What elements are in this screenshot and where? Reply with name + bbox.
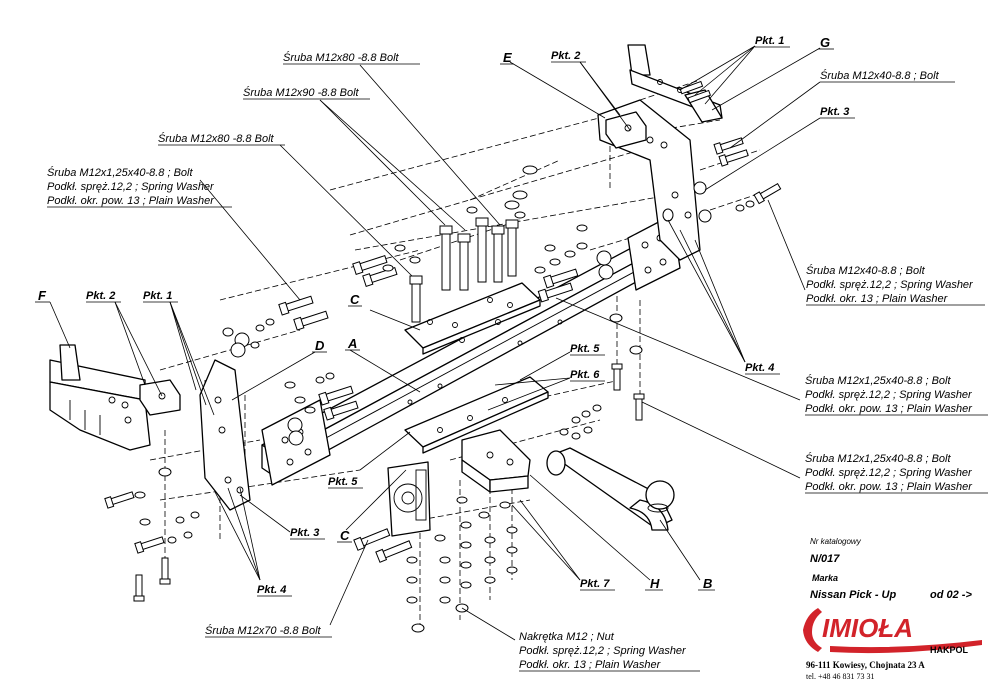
label-pkt1-left: Pkt. 1 [143, 290, 172, 302]
label-bolt-m12x125-right1: Śruba M12x1,25x40-8.8 ; Bolt Podkł. sprę… [805, 374, 988, 416]
model-year: od 02 -> [930, 589, 972, 601]
socket-plate [387, 461, 431, 537]
labels: Śruba M12x80 -8.8 Bolt Śruba M12x90 -8.8… [35, 35, 988, 672]
svg-text:Nakrętka M12 ; Nut: Nakrętka M12 ; Nut [519, 631, 615, 643]
label-part-h: H [650, 576, 660, 591]
label-pkt4-left: Pkt. 4 [257, 584, 286, 596]
leader-lines [49, 45, 821, 641]
label-bolt-m12x90: Śruba M12x90 -8.8 Bolt [243, 86, 360, 99]
bolts-group [104, 80, 782, 602]
svg-text:Podkł. okr. pow. 13 ; Plain Wa: Podkł. okr. pow. 13 ; Plain Washer [805, 403, 973, 415]
company-phone: tel. +48 46 831 73 31 [806, 672, 875, 681]
svg-text:Śruba M12x1,25x40-8.8 ; Bolt: Śruba M12x1,25x40-8.8 ; Bolt [47, 166, 193, 179]
company-address: 96-111 Kowiesy, Chojnata 23 A [806, 660, 925, 670]
svg-text:Podkł. spręż.12,2 ; Spring Was: Podkł. spręż.12,2 ; Spring Washer [805, 389, 973, 401]
label-part-c-top: C [350, 292, 360, 307]
spacer-block-left [139, 379, 181, 416]
clamp-plate-c-top [404, 282, 541, 355]
label-bolt-m12x40-g: Śruba M12x40-8.8 ; Bolt [820, 69, 940, 82]
label-part-d: D [315, 338, 325, 353]
label-part-b: B [703, 576, 712, 591]
tow-ball-part-b [546, 447, 675, 531]
label-pkt1-right: Pkt. 1 [755, 35, 784, 47]
svg-text:Podkł. okr. 13 ; Plain Washer: Podkł. okr. 13 ; Plain Washer [519, 659, 662, 671]
label-bolt-m12x125-left: Śruba M12x1,25x40-8.8 ; Bolt Podkł. sprę… [47, 166, 232, 208]
catalog-label: Nr katalogowy [810, 537, 861, 546]
svg-text:Podkł. okr. 13 ; Plain Washer: Podkł. okr. 13 ; Plain Washer [806, 293, 949, 305]
svg-text:Śruba M12x40-8.8 ; Bolt: Śruba M12x40-8.8 ; Bolt [806, 264, 926, 277]
logo-text: IMIOŁA [822, 613, 913, 643]
svg-text:Podkł. okr. pow. 13 ; Plain Wa: Podkł. okr. pow. 13 ; Plain Washer [805, 481, 973, 493]
vehicle-model: Nissan Pick - Up [810, 589, 897, 601]
logo-subtext: HAKPOL [930, 645, 969, 655]
svg-text:Podkł. spręż.12,2 ; Spring Was: Podkł. spręż.12,2 ; Spring Washer [805, 467, 973, 479]
label-pkt2-right: Pkt. 2 [551, 50, 580, 62]
bracket-part-d [199, 359, 251, 511]
svg-text:Podkł. spręż.12,2 ; Spring Was: Podkł. spręż.12,2 ; Spring Washer [519, 645, 687, 657]
washers-group [134, 165, 755, 633]
label-bolt-m12x125-right2: Śruba M12x1,25x40-8.8 ; Bolt Podkł. sprę… [805, 452, 988, 494]
label-part-c-lower: C [340, 528, 350, 543]
label-bolt-m12x40-right: Śruba M12x40-8.8 ; Bolt Podkł. spręż.12,… [806, 264, 985, 306]
label-pkt3-right: Pkt. 3 [820, 106, 849, 118]
svg-text:Podkł. spręż.12,2 ; Spring Was: Podkł. spręż.12,2 ; Spring Washer [47, 181, 215, 193]
svg-text:Śruba M12x1,25x40-8.8 ; Bolt: Śruba M12x1,25x40-8.8 ; Bolt [805, 374, 951, 387]
label-part-e: E [503, 50, 512, 65]
svg-text:Śruba M12x1,25x40-8.8 ; Bolt: Śruba M12x1,25x40-8.8 ; Bolt [805, 452, 951, 465]
svg-text:Podkł. spręż.12,2 ; Spring Was: Podkł. spręż.12,2 ; Spring Washer [806, 279, 974, 291]
imiola-logo: IMIOŁA HAKPOL [803, 608, 982, 655]
label-bolt-m12x80-mid: Śruba M12x80 -8.8 Bolt [158, 132, 275, 145]
label-bolt-m12x80-top: Śruba M12x80 -8.8 Bolt [283, 51, 400, 64]
label-part-f: F [38, 288, 47, 303]
clamp-plate-c-lower [404, 376, 549, 454]
label-pkt2-left: Pkt. 2 [86, 290, 115, 302]
label-pkt6: Pkt. 6 [570, 369, 600, 381]
bracket-part-f [49, 344, 151, 451]
label-nut-m12: Nakrętka M12 ; Nut Podkł. spręż.12,2 ; S… [519, 631, 700, 672]
label-pkt3-left: Pkt. 3 [290, 527, 319, 539]
label-part-g: G [820, 35, 830, 50]
ball-mount-plate-h [461, 429, 531, 493]
catalog-number: N/017 [810, 553, 840, 565]
label-pkt7: Pkt. 7 [580, 578, 610, 590]
label-pkt5-lower: Pkt. 5 [328, 476, 358, 488]
bracket-part-g [627, 44, 723, 123]
label-part-a: A [347, 336, 357, 351]
label-pkt5-upper: Pkt. 5 [570, 343, 600, 355]
label-pkt4-right: Pkt. 4 [745, 362, 774, 374]
brand-label: Marka [812, 573, 839, 583]
label-bolt-m12x70: Śruba M12x70 -8.8 Bolt [205, 624, 322, 637]
spacer-block-right [605, 111, 647, 149]
svg-text:Podkł. okr. pow. 13 ; Plain Wa: Podkł. okr. pow. 13 ; Plain Washer [47, 195, 215, 207]
